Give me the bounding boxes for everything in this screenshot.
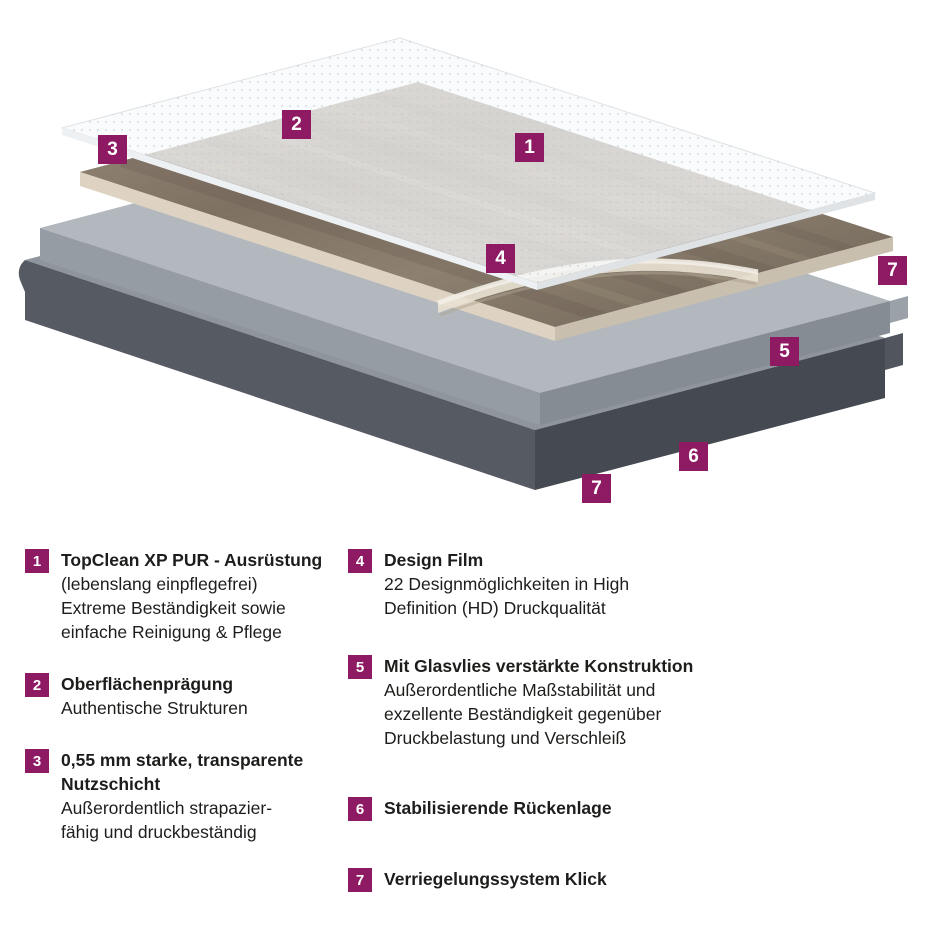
- legend-column-left: 1 TopClean XP PUR - Ausrüstung (lebensla…: [25, 548, 348, 892]
- layer-stack-illustration: [18, 37, 908, 490]
- legend-line: Definition (HD) Druckqualität: [384, 598, 606, 618]
- legend-badge-3: 3: [25, 749, 49, 773]
- legend-item-1: 1 TopClean XP PUR - Ausrüstung (lebensla…: [25, 548, 348, 644]
- layer-badge-7-bottom: 7: [582, 474, 611, 503]
- legend-text-2: Oberflächenprägung Authentische Struktur…: [61, 672, 248, 720]
- legend-title-5: Mit Glasvlies verstärkte Konstruktion: [384, 656, 694, 676]
- legend-title-7: Verriegelungssystem Klick: [384, 869, 607, 889]
- legend-badge-1: 1: [25, 549, 49, 573]
- legend-column-right: 4 Design Film 22 Designmöglichkeiten in …: [348, 548, 768, 892]
- legend-text-6: Stabilisierende Rückenlage: [384, 796, 612, 820]
- legend-item-2: 2 Oberflächenprägung Authentische Strukt…: [25, 672, 348, 720]
- layer-badge-5: 5: [770, 337, 799, 366]
- legend-item-6: 6 Stabilisierende Rückenlage: [348, 796, 768, 821]
- legend-title-1: TopClean XP PUR - Ausrüstung: [61, 550, 323, 570]
- legend-text-3: 0,55 mm starke, transparente Nutzschicht…: [61, 748, 346, 844]
- legend-item-3: 3 0,55 mm starke, transparente Nutzschic…: [25, 748, 348, 844]
- legend-line: (lebenslang einpflegefrei): [61, 574, 258, 594]
- legend-badge-5: 5: [348, 655, 372, 679]
- legend-text-4: Design Film 22 Designmöglichkeiten in Hi…: [384, 548, 629, 620]
- legend-line: einfache Reinigung & Pflege: [61, 622, 282, 642]
- layer-wear-transparent: [60, 37, 877, 290]
- legend-text-1: TopClean XP PUR - Ausrüstung (lebenslang…: [61, 548, 322, 644]
- legend-badge-2: 2: [25, 673, 49, 697]
- layer-badge-7-right: 7: [878, 256, 907, 285]
- legend-title-3: 0,55 mm starke, transparente Nutzschicht: [61, 750, 304, 794]
- legend: 1 TopClean XP PUR - Ausrüstung (lebensla…: [25, 548, 768, 892]
- legend-line: Außerordentlich strapazier-: [61, 798, 273, 818]
- legend-badge-7: 7: [348, 868, 372, 892]
- legend-title-6: Stabilisierende Rückenlage: [384, 798, 612, 818]
- legend-title-2: Oberflächenprägung: [61, 674, 234, 694]
- legend-line: Druckbelastung und Verschleiß: [384, 728, 627, 748]
- legend-line: Extreme Beständigkeit sowie: [61, 598, 286, 618]
- layer-badge-1: 1: [515, 133, 544, 162]
- legend-title-4: Design Film: [384, 550, 484, 570]
- legend-item-5: 5 Mit Glasvlies verstärkte Konstruktion …: [348, 654, 768, 750]
- legend-item-7: 7 Verriegelungssystem Klick: [348, 867, 768, 892]
- legend-line: exzellente Beständigkeit gegenüber: [384, 704, 662, 724]
- legend-line: Authentische Strukturen: [61, 698, 248, 718]
- layer-badge-4: 4: [486, 244, 515, 273]
- legend-line: Außerordentliche Maßstabilität und: [384, 680, 656, 700]
- legend-line: fähig und druckbeständig: [61, 822, 257, 842]
- legend-badge-4: 4: [348, 549, 372, 573]
- legend-text-5: Mit Glasvlies verstärkte Konstruktion Au…: [384, 654, 693, 750]
- legend-item-4: 4 Design Film 22 Designmöglichkeiten in …: [348, 548, 768, 620]
- legend-line: 22 Designmöglichkeiten in High: [384, 574, 630, 594]
- legend-text-7: Verriegelungssystem Klick: [384, 867, 607, 891]
- layer-badge-6: 6: [679, 442, 708, 471]
- legend-badge-6: 6: [348, 797, 372, 821]
- layer-badge-3: 3: [98, 135, 127, 164]
- layer-badge-2: 2: [282, 110, 311, 139]
- exploded-layer-diagram: 1 2 3 4 5 6 7 7: [18, 37, 908, 503]
